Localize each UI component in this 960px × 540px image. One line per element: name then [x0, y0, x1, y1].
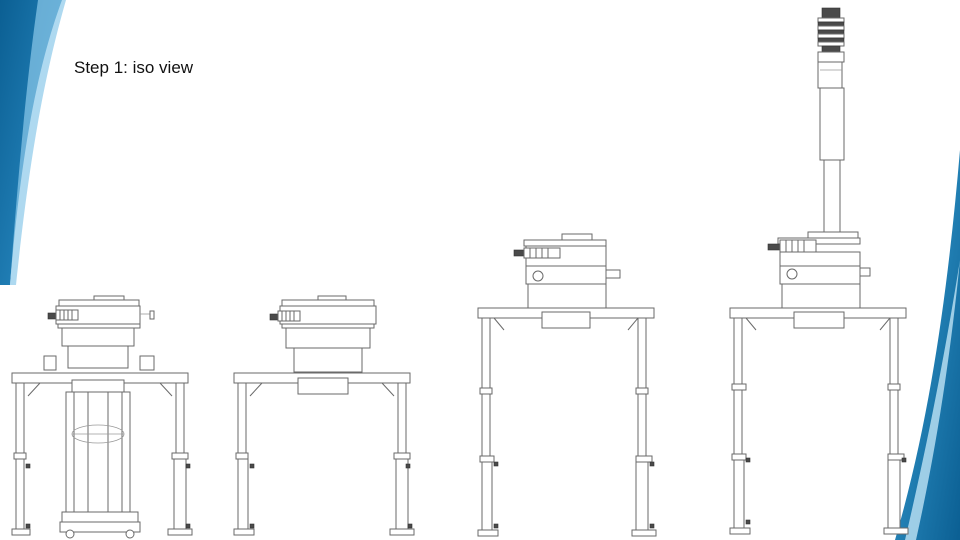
- right-swoosh: [895, 150, 960, 540]
- machine-stage-1: [11, 295, 193, 539]
- machine-stage-3: [477, 233, 657, 537]
- left-swoosh: [0, 0, 62, 285]
- machine-stage-4: [729, 7, 909, 535]
- left-swoosh-highlight: [10, 0, 66, 285]
- slide-title: Step 1: iso view: [74, 58, 194, 77]
- machine-stage-2: [233, 295, 415, 536]
